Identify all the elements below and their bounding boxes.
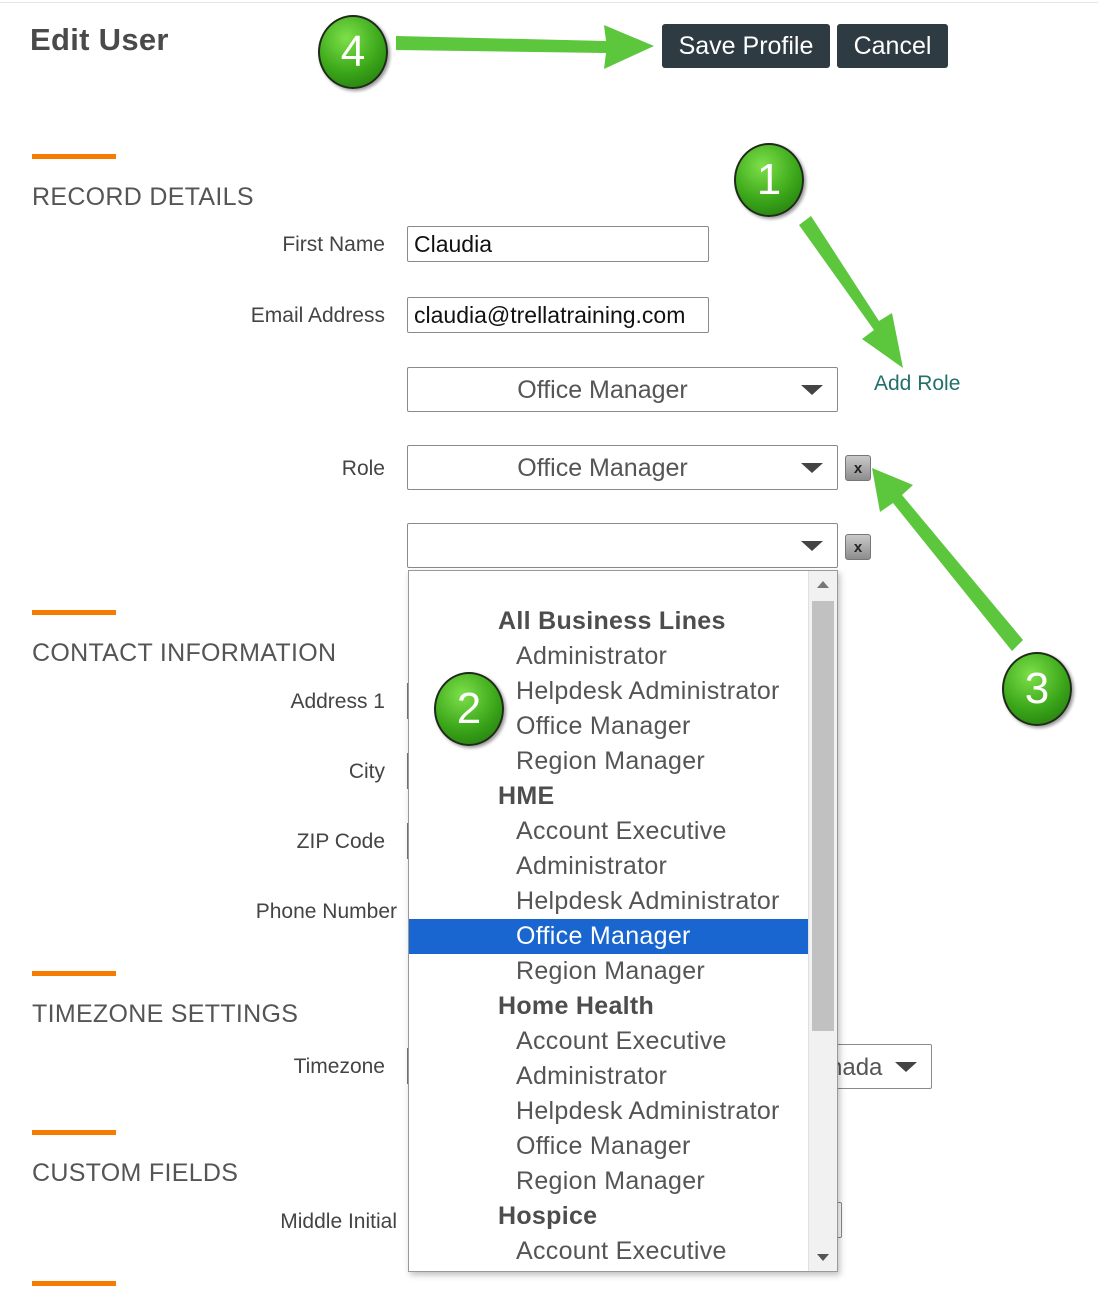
callout-badge-3: 3 [1002, 652, 1072, 726]
section-title-timezone-settings: TIMEZONE SETTINGS [32, 1000, 299, 1028]
dropdown-option[interactable]: Office Manager [516, 1132, 691, 1160]
dropdown-option[interactable]: Office Manager [516, 712, 691, 740]
dropdown-option[interactable]: Helpdesk Administrator [516, 677, 780, 705]
dropdown-caret-icon [801, 541, 823, 551]
remove-role-icon[interactable]: x [845, 534, 871, 560]
dropdown-caret-icon [801, 463, 823, 473]
first-name-field[interactable]: Claudia [407, 226, 709, 262]
role-label: Role [341, 457, 385, 480]
dropdown-option[interactable]: Region Manager [516, 957, 706, 985]
dropdown-group-header: Home Health [498, 992, 655, 1020]
dropdown-option[interactable]: Region Manager [516, 1167, 706, 1195]
top-divider [0, 2, 1098, 3]
scrollbar-thumb[interactable] [812, 601, 834, 1031]
remove-role-icon[interactable]: x [845, 455, 871, 481]
timezone-label: Timezone [293, 1055, 385, 1078]
dropdown-option[interactable]: Helpdesk Administrator [516, 1097, 780, 1125]
dropdown-option[interactable]: Administrator [516, 1062, 668, 1090]
callout-badge-4: 4 [318, 15, 388, 89]
role-select-value: Office Manager [517, 454, 688, 482]
scroll-up-icon[interactable] [817, 581, 829, 588]
dropdown-caret-icon [801, 385, 823, 395]
dropdown-scrollbar[interactable] [808, 571, 837, 1271]
cancel-button[interactable]: Cancel [837, 24, 948, 68]
address1-label: Address 1 [290, 690, 385, 713]
email-field[interactable]: claudia@trellatraining.com [407, 297, 709, 333]
dropdown-option[interactable]: Account Executive [516, 817, 727, 845]
section-accent-bar [32, 1281, 116, 1286]
callout-badge-1: 1 [734, 143, 804, 217]
role-select-2[interactable]: Office Manager [407, 445, 838, 490]
dropdown-group-header: All Business Lines [498, 607, 726, 635]
arrow-to-remove-icon [872, 468, 1023, 651]
scroll-down-icon[interactable] [817, 1254, 829, 1261]
dropdown-group-header: HME [498, 782, 555, 810]
section-accent-bar [32, 610, 116, 615]
dropdown-group-header: Hospice [498, 1202, 598, 1230]
dropdown-option[interactable]: Region Manager [516, 747, 706, 775]
arrow-to-add-role-icon [799, 216, 903, 368]
phone-label: Phone Number [255, 900, 397, 923]
role-select-1[interactable]: Office Manager [407, 367, 838, 412]
middle-initial-label: Middle Initial [280, 1210, 397, 1233]
callout-badge-2: 2 [434, 672, 504, 746]
role-select-3[interactable] [407, 523, 838, 568]
role-select-value: Office Manager [517, 376, 688, 404]
city-label: City [348, 760, 385, 783]
save-profile-button[interactable]: Save Profile [662, 24, 830, 68]
section-accent-bar [32, 971, 116, 976]
dropdown-option[interactable]: Helpdesk Administrator [516, 887, 780, 915]
dropdown-caret-icon [895, 1062, 917, 1072]
dropdown-option[interactable]: Account Executive [516, 1237, 727, 1265]
zip-label: ZIP Code [296, 830, 385, 853]
dropdown-option[interactable]: Administrator [516, 852, 668, 880]
first-name-label: First Name [282, 233, 385, 256]
dropdown-option-selected[interactable]: Office Manager [409, 919, 809, 954]
add-role-link[interactable]: Add Role [874, 372, 961, 395]
page-title: Edit User [30, 22, 169, 57]
section-title-record-details: RECORD DETAILS [32, 183, 254, 211]
arrow-to-save-icon [396, 25, 654, 69]
email-label: Email Address [250, 304, 385, 327]
section-accent-bar [32, 1130, 116, 1135]
section-title-custom-fields: CUSTOM FIELDS [32, 1159, 239, 1187]
dropdown-option[interactable]: Administrator [516, 642, 668, 670]
section-accent-bar [32, 154, 116, 159]
dropdown-option[interactable]: Account Executive [516, 1027, 727, 1055]
section-title-contact-information: CONTACT INFORMATION [32, 639, 337, 667]
